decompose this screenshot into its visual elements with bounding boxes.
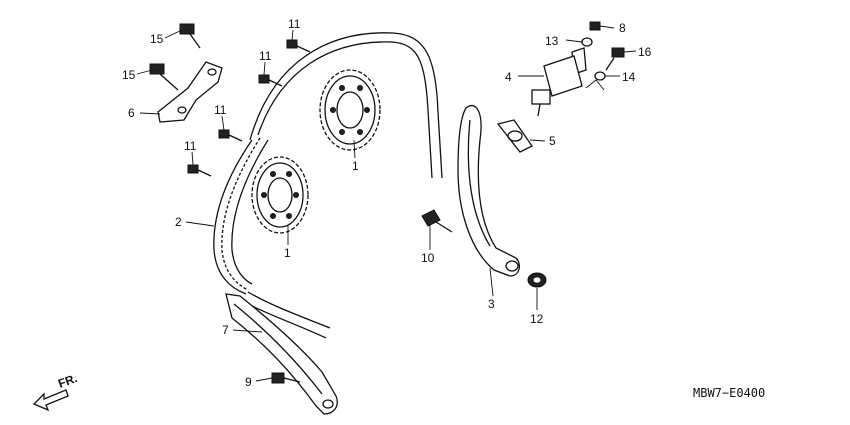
- washer-14: [594, 71, 606, 81]
- callout-5: 5: [549, 134, 556, 148]
- diagram-code: MBW7−E0400: [693, 386, 765, 400]
- tensioner-gasket: [496, 119, 533, 153]
- bracket: [157, 61, 223, 123]
- callout-10: 10: [421, 251, 435, 265]
- callout-13: 13: [545, 34, 559, 48]
- washer: [527, 272, 547, 288]
- callout-11-c: 11: [214, 103, 227, 117]
- bolt-15-upper: [179, 23, 201, 49]
- leader-lines: [136, 25, 637, 382]
- bolt-11-a: [286, 39, 311, 53]
- pivot-bolt: [421, 209, 453, 233]
- callout-4: 4: [505, 70, 512, 84]
- callout-9: 9: [245, 375, 252, 389]
- chain-guide: [225, 293, 338, 415]
- bolt-8: [589, 21, 601, 31]
- front-direction-arrow: [32, 389, 69, 412]
- callout-15-lower: 15: [122, 68, 136, 82]
- callout-1-lower: 1: [284, 246, 291, 260]
- callout-2: 2: [175, 215, 182, 229]
- callout-15-upper: 15: [150, 32, 164, 46]
- callout-14: 14: [622, 70, 636, 84]
- callout-12: 12: [530, 312, 544, 326]
- bolt-11-c: [218, 129, 243, 142]
- callout-1-upper: 1: [352, 159, 359, 173]
- bolt-15-lower: [149, 63, 179, 91]
- callout-11-a: 11: [288, 17, 301, 31]
- callout-7: 7: [222, 323, 229, 337]
- bolt-11-d: [187, 164, 212, 177]
- cam-chain-loop: [249, 32, 443, 179]
- callout-8: 8: [619, 21, 626, 35]
- callout-11-b: 11: [259, 49, 272, 63]
- cam-sprocket-lower: [251, 156, 309, 234]
- callout-11-d: 11: [184, 139, 197, 153]
- bolt-16: [605, 47, 625, 71]
- cam-sprocket-upper: [319, 69, 381, 151]
- callout-16: 16: [638, 45, 652, 59]
- washer-13: [581, 37, 593, 47]
- direction-label: FR.: [56, 371, 79, 391]
- tensioner-lifter: [531, 47, 587, 117]
- callout-6: 6: [128, 106, 135, 120]
- tensioner-arm: [457, 105, 521, 277]
- callout-3: 3: [488, 297, 495, 311]
